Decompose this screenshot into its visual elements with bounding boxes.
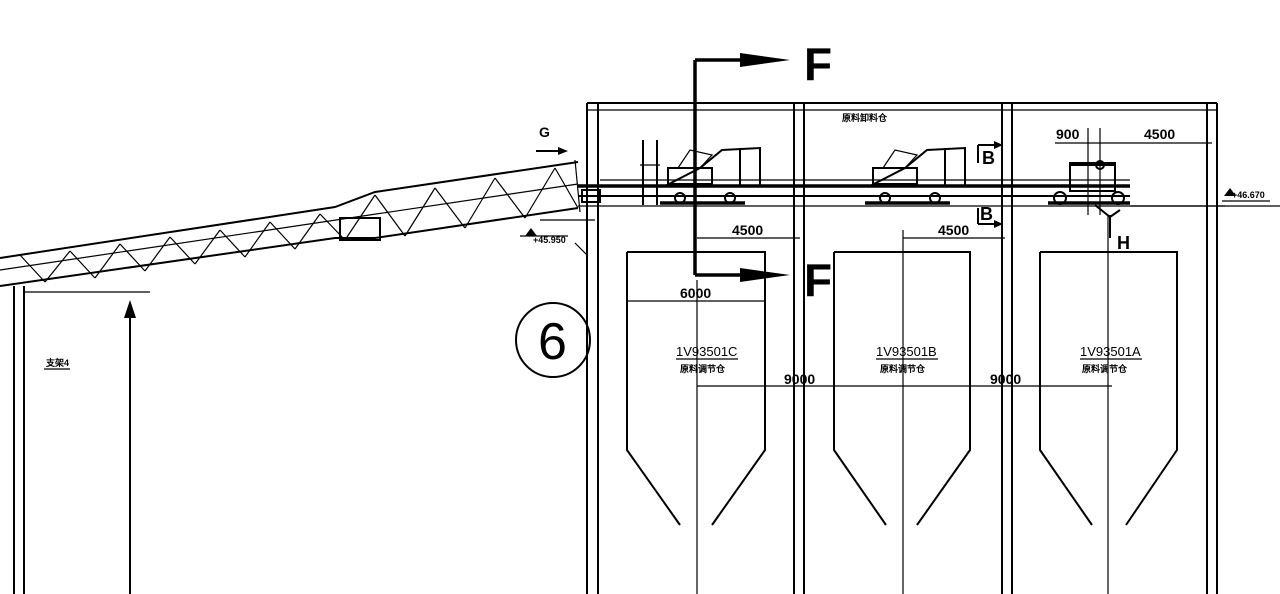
bin-label-c: 1V93501C 原料调节仓 (676, 344, 738, 374)
section-mark-f-top: F (804, 38, 832, 90)
elevation-left-label: +45.950 (533, 235, 566, 245)
section-mark-f: F F (693, 38, 832, 306)
silo-b (833, 251, 971, 526)
dim-9000-left: 9000 (784, 371, 815, 387)
dimension-top: 900 4500 (1055, 126, 1212, 215)
section-mark-b-bottom: B (980, 204, 993, 224)
section-mark-h-label: H (1117, 233, 1130, 253)
elevation-top: +46.670 (1222, 188, 1270, 202)
silo-c (626, 251, 766, 526)
dimension-mid: 4500 4500 6000 9000 9000 (627, 222, 1112, 387)
dim-900: 900 (1056, 126, 1080, 142)
inclined-conveyor-truss (0, 159, 581, 287)
bin-label-b: 1V93501B 原料调节仓 (876, 344, 938, 374)
section-mark-g-label: G (539, 124, 550, 140)
section-mark-b: B B (977, 141, 1003, 228)
bin-code-b: 1V93501B (876, 344, 937, 359)
bin-code-a: 1V93501A (1080, 344, 1141, 359)
bin-name-a: 原料调节仓 (1082, 363, 1128, 374)
section-mark-b-top: B (982, 148, 995, 168)
tail-unit (581, 140, 660, 205)
dim-9000-right: 9000 (990, 371, 1021, 387)
dim-4500-mid: 4500 (938, 222, 969, 238)
building-structure: 原料卸料仓 (574, 102, 1218, 594)
elevation-left: +45.950 (520, 219, 595, 245)
support-column: 支架4 (13, 286, 150, 594)
support-label: 支架4 (45, 357, 69, 368)
dim-6000: 6000 (680, 285, 711, 301)
section-mark-f-bottom: F (804, 254, 832, 306)
conveyor-head (1053, 160, 1125, 219)
bin-name-b: 原料调节仓 (880, 363, 926, 374)
tripper-car-2 (869, 146, 966, 204)
section-mark-g: G (536, 124, 568, 155)
dim-4500-left: 4500 (732, 222, 763, 238)
bin-code-c: 1V93501C (676, 344, 737, 359)
axis-mark: 6 (515, 302, 591, 378)
bin-name-c: 原料调节仓 (680, 363, 726, 374)
section-mark-h: H (1109, 215, 1130, 253)
top-label: 原料卸料仓 (842, 112, 888, 123)
bin-label-a: 1V93501A 原料调节仓 (1080, 344, 1142, 374)
bin-centerlines (696, 215, 1109, 594)
axis-mark-label: 6 (538, 313, 567, 371)
elevation-top-label: +46.670 (1232, 190, 1265, 200)
dim-4500-top: 4500 (1144, 126, 1175, 142)
tripper-car-1 (664, 146, 761, 204)
